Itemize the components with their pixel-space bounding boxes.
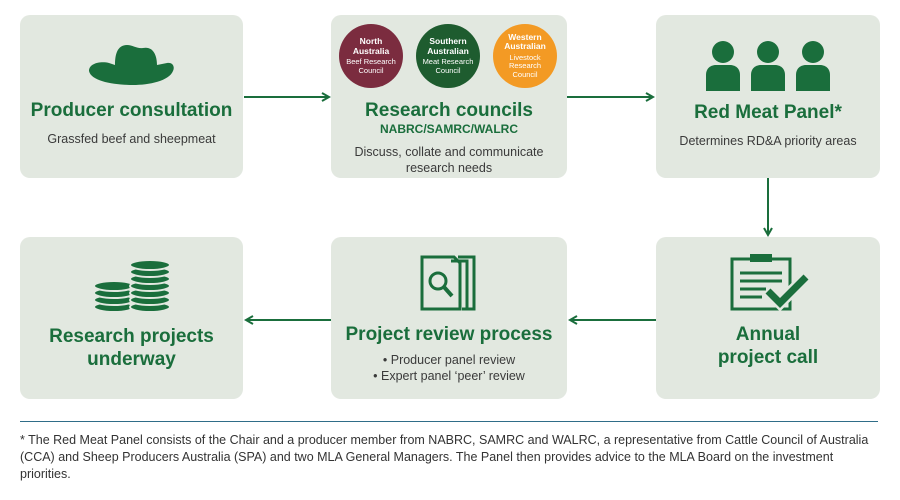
red-meat-panel-box: Red Meat Panel* Determines RD&A priority… [656, 15, 880, 178]
producer-title: Producer consultation [30, 100, 233, 121]
panel-desc: Determines RD&A priority areas [679, 134, 857, 148]
clipboard-check-icon [730, 254, 810, 312]
council-samrc-badge: Southern Australian Meat Research Counci… [416, 24, 480, 88]
annual-title-line-2: project call [717, 347, 819, 368]
footnote-divider [20, 421, 878, 422]
project-review-box: Project review process Producer panel re… [331, 237, 567, 399]
councils-desc-line-1: Discuss, collate and communicate [354, 145, 544, 159]
projects-title-line-1: Research projects [49, 326, 214, 347]
producer-desc: Grassfed beef and sheepmeat [47, 132, 216, 146]
council-nabrc-bottom: Beef Research Council [346, 57, 396, 75]
council-nabrc-top: North Australia [352, 36, 390, 56]
projects-title-line-2: underway [87, 349, 176, 370]
document-search-icon [420, 255, 476, 311]
council-samrc-top: Southern Australian [427, 36, 469, 56]
footnote: * The Red Meat Panel consists of the Cha… [20, 433, 869, 481]
coins-icon [92, 259, 171, 313]
producer-consultation-box: Producer consultation Grassfed beef and … [20, 15, 243, 178]
review-bullet-list: Producer panel review Expert panel ‘peer… [373, 352, 525, 384]
research-projects-box: Research projects underway [20, 237, 243, 399]
council-samrc-bottom: Meat Research Council [422, 57, 474, 75]
council-nabrc-badge: North Australia Beef Research Council [339, 24, 403, 88]
councils-desc-line-2: research needs [405, 161, 493, 175]
council-walrc-bottom: Livestock Research Council [508, 52, 542, 79]
people-icon [706, 41, 830, 91]
annual-project-call-box: Annual project call [656, 237, 880, 399]
review-bullet-expert: Expert panel ‘peer’ review [373, 368, 525, 384]
hat-icon [88, 45, 174, 85]
council-walrc-badge: Western Australian Livestock Research Co… [493, 24, 557, 88]
review-bullet-producer: Producer panel review [373, 352, 525, 368]
annual-title-line-1: Annual [735, 324, 801, 345]
review-title: Project review process [345, 324, 553, 345]
councils-subtitle: NABRC/SAMRC/WALRC [380, 122, 518, 136]
council-walrc-top: Western Australian [504, 31, 546, 52]
councils-title: Research councils [365, 100, 533, 121]
panel-title: Red Meat Panel* [694, 102, 842, 123]
